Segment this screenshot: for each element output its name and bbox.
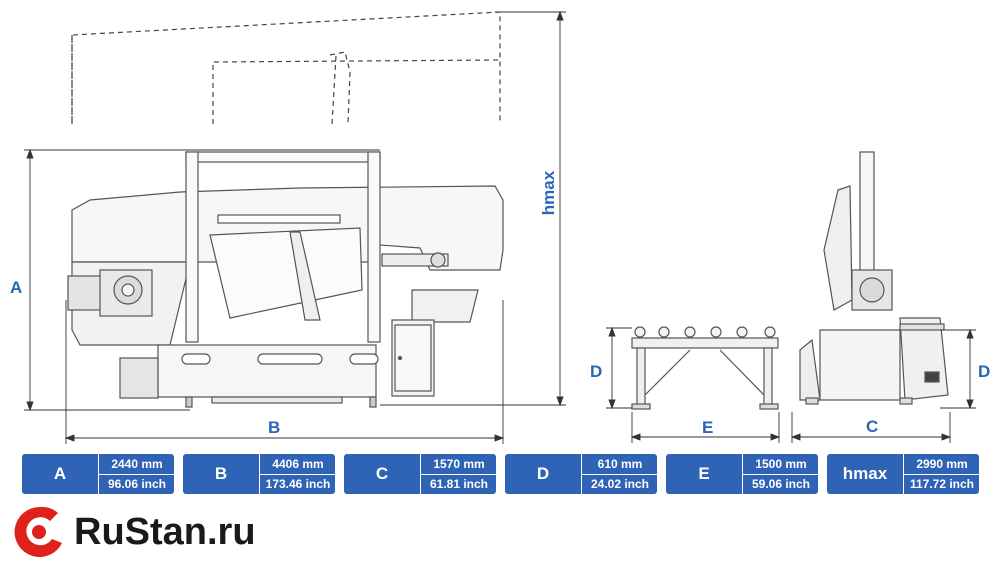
spec-mm: 1570 mm xyxy=(421,454,497,475)
dimension-hmax xyxy=(380,10,566,407)
label-e: E xyxy=(702,418,714,437)
spec-hmax: hmax 2990 mm 117.72 inch xyxy=(827,454,980,494)
spec-table: A 2440 mm 96.06 inch B 4406 mm 173.46 in… xyxy=(22,454,982,494)
spec-values: 1500 mm 59.06 inch xyxy=(742,454,819,494)
spec-letter: C xyxy=(375,464,389,483)
label-d-left: D xyxy=(590,362,603,381)
spec-inch: 61.81 inch xyxy=(429,477,489,491)
rustan-logo[interactable]: RuStan.ru xyxy=(10,503,270,563)
dimension-a xyxy=(24,148,380,412)
spec-b: B 4406 mm 173.46 inch xyxy=(183,454,336,494)
spec-inch: 117.72 inch xyxy=(909,477,975,491)
spec-mm: 2440 mm xyxy=(99,454,175,475)
raised-outline xyxy=(71,11,501,125)
spec-mm: 1500 mm xyxy=(743,454,819,475)
label-d-right: D xyxy=(978,362,991,381)
logo-mark-icon xyxy=(14,506,62,557)
spec-inch: 173.46 inch xyxy=(265,477,331,491)
roller-table xyxy=(631,326,779,410)
dimension-c-d-right xyxy=(790,328,976,443)
spec-letter: B xyxy=(214,464,228,483)
spec-inch: 59.06 inch xyxy=(751,477,811,491)
label-hmax: hmax xyxy=(539,170,559,216)
dimension-d-e xyxy=(606,326,781,443)
label-a: A xyxy=(10,278,23,297)
spec-letter: D xyxy=(536,464,550,483)
spec-letter: hmax xyxy=(842,464,888,483)
spec-letter: A xyxy=(53,464,67,483)
spec-values: 1570 mm 61.81 inch xyxy=(420,454,497,494)
label-b: B xyxy=(268,418,281,437)
machine-drawing xyxy=(24,10,976,444)
spec-mm: 4406 mm xyxy=(260,454,336,475)
label-c: C xyxy=(866,417,879,436)
dimension-b xyxy=(64,300,505,444)
spec-d: D 610 mm 24.02 inch xyxy=(505,454,658,494)
spec-values: 610 mm 24.02 inch xyxy=(581,454,658,494)
spec-mm: 610 mm xyxy=(582,454,658,475)
spec-e: E 1500 mm 59.06 inch xyxy=(666,454,819,494)
spec-values: 4406 mm 173.46 inch xyxy=(259,454,336,494)
spec-values: 2990 mm 117.72 inch xyxy=(903,454,980,494)
spec-a: A 2440 mm 96.06 inch xyxy=(22,454,175,494)
spec-values: 2440 mm 96.06 inch xyxy=(98,454,175,494)
machine-side-view xyxy=(799,151,949,405)
spec-letter: E xyxy=(698,464,710,483)
logo-text: RuStan.ru xyxy=(74,511,256,553)
spec-c: C 1570 mm 61.81 inch xyxy=(344,454,497,494)
spec-inch: 96.06 inch xyxy=(107,477,167,491)
spec-mm: 2990 mm xyxy=(904,454,980,475)
machine-front-view xyxy=(67,151,504,408)
spec-inch: 24.02 inch xyxy=(590,477,650,491)
